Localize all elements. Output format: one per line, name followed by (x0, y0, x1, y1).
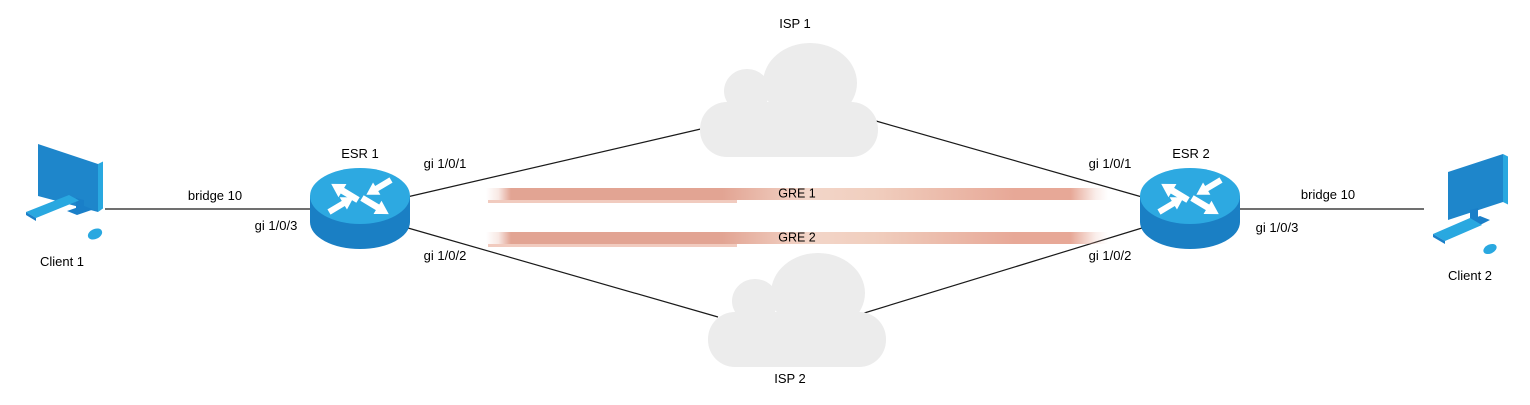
link-esr1-isp1 (406, 127, 706, 198)
node-esr2 (1140, 167, 1240, 251)
client1-label: Client 1 (39, 254, 85, 269)
node-client2 (1420, 140, 1530, 255)
esr1-label: ESR 1 (341, 146, 379, 161)
node-isp2 (708, 253, 886, 367)
desktop-computer-icon (1433, 154, 1508, 255)
link-esr1-isp2 (407, 227, 719, 318)
client2-label: Client 2 (1447, 268, 1493, 283)
node-client1 (20, 134, 130, 249)
esr1-gi101-label: gi 1/0/1 (423, 156, 467, 171)
esr1-gi103-label: gi 1/0/3 (254, 218, 298, 233)
router-icon (310, 168, 410, 249)
gre2-tunnel: GRE 2 (486, 230, 1108, 247)
isp2-label: ISP 2 (774, 371, 806, 386)
node-esr1 (310, 167, 410, 251)
router-icon (1140, 168, 1240, 249)
esr2-gi102-label: gi 1/0/2 (1088, 248, 1132, 263)
gre1-tunnel: GRE 1 (486, 186, 1108, 203)
gre2-label: GRE 2 (778, 230, 816, 245)
node-isp1 (700, 43, 878, 157)
esr1-gi102-label: gi 1/0/2 (423, 248, 467, 263)
gre1-label: GRE 1 (778, 186, 816, 201)
cloud-icon (700, 43, 878, 157)
isp1-label: ISP 1 (779, 16, 811, 31)
link-isp1-esr2 (875, 120, 1143, 198)
esr2-gi103-label: gi 1/0/3 (1255, 220, 1299, 235)
esr2-label: ESR 2 (1172, 146, 1210, 161)
cloud-icon (708, 253, 886, 367)
esr2-gi101-label: gi 1/0/1 (1088, 156, 1132, 171)
desktop-computer-icon (26, 144, 103, 240)
bridge10-left-label: bridge 10 (187, 188, 243, 203)
bridge10-right-label: bridge 10 (1300, 187, 1356, 202)
